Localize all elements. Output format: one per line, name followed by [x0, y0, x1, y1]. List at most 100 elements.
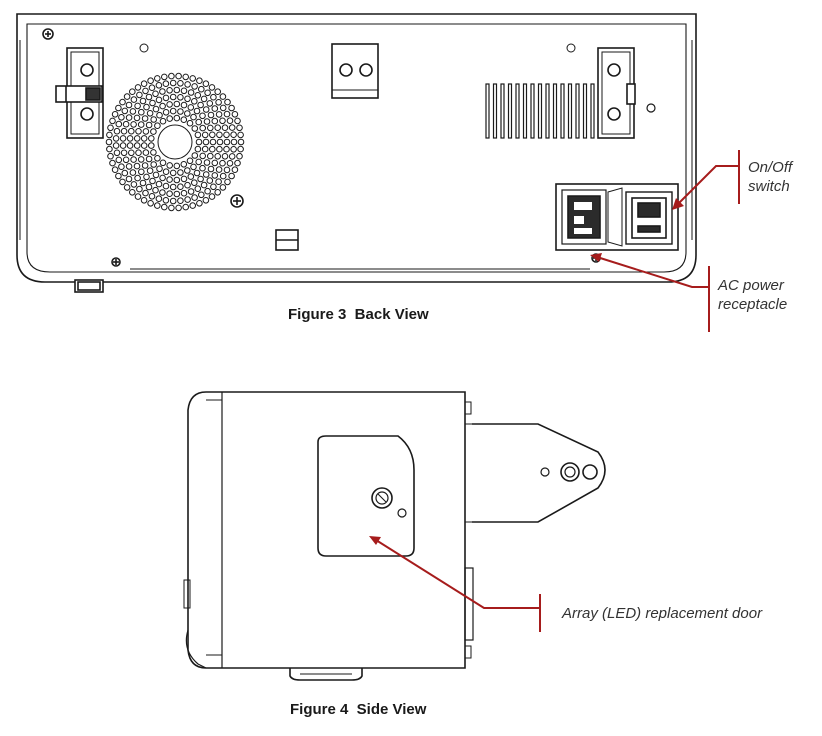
fan-grille-hole [166, 101, 173, 108]
fan-grille-hole [194, 145, 202, 153]
fan-grille-hole [111, 111, 119, 118]
fan-grille-hole [169, 197, 177, 205]
fan-grille-hole [122, 120, 130, 128]
fan-grille-hole [134, 84, 142, 91]
fan-grille-hole [141, 162, 149, 169]
fan-grille-hole [126, 142, 134, 149]
fan-grille-hole [208, 84, 216, 91]
fan-grille-hole [216, 145, 223, 153]
fan-grille-hole [169, 169, 177, 177]
fan-grille-hole [120, 127, 128, 135]
fan-grille-hole [152, 186, 159, 194]
vent-slot [537, 83, 543, 139]
fan-grille-hole [128, 149, 135, 157]
fan-grille-hole [202, 171, 210, 178]
fan-grille-hole [191, 98, 198, 105]
ac-power-arrowhead [590, 253, 602, 262]
vent-slot [485, 83, 490, 139]
fan-grille-hole [209, 138, 217, 146]
back-view-drawing [16, 13, 697, 293]
fan-grille-hole [190, 163, 197, 171]
fan-grille-hole [216, 138, 224, 146]
fan-grille-hole [154, 202, 161, 209]
fan-grille-hole [135, 149, 142, 156]
fan-grille-hole [198, 85, 205, 93]
fan-grille-hole [140, 197, 148, 204]
fan-grille-hole [115, 104, 122, 112]
fan-grille-hole [145, 121, 153, 129]
fan-grille-hole [134, 174, 141, 182]
fan-grille-hole [223, 110, 231, 118]
fan-grille-hole [152, 171, 160, 179]
fan-grille-hole [187, 89, 195, 96]
fan-grille-hole [228, 153, 236, 160]
fan-grille-hole [146, 167, 154, 174]
fan-grille-hole [155, 195, 163, 202]
fan-grille-hole [149, 99, 156, 107]
fan-grille-hole [194, 131, 202, 139]
fan-grille-hole [191, 194, 198, 201]
fan-grille-hole [204, 89, 211, 97]
fan-grille-hole [119, 135, 127, 142]
vent-slot [507, 83, 513, 139]
on-off-switch-label-line1: On/Off [748, 159, 793, 176]
fan-grille-hole [206, 177, 214, 184]
fan-grille-hole [145, 93, 153, 101]
fan-grille-hole [166, 190, 173, 197]
fan-grille-hole [166, 176, 173, 183]
ac-power-label-line2: receptacle [718, 296, 788, 313]
fan-grille-hole [219, 184, 227, 191]
fan-grille-hole [162, 182, 170, 190]
fan-grille-hole [169, 107, 177, 115]
fan-grille-hole [166, 87, 173, 94]
fan-grille-hole [221, 153, 229, 160]
fan-grille-hole [140, 142, 148, 149]
fan-grille-hole [152, 105, 160, 113]
fan-grille-hole [228, 104, 235, 112]
fan-grille-hole [126, 135, 134, 142]
fan-grille-hole [215, 99, 222, 106]
fan-grille-hole [184, 110, 191, 117]
fan-grille-hole [149, 177, 156, 185]
fan-grille-hole [193, 107, 201, 115]
fan-grille-hole [150, 128, 157, 135]
fan-grille-hole [173, 100, 181, 108]
on-off-callout-leader [677, 165, 739, 205]
fan-grille-hole [191, 125, 199, 132]
fan-grille-hole [143, 173, 150, 181]
fan-grille-hole [186, 157, 194, 165]
right-bracket [597, 47, 636, 139]
fan-grille-hole [214, 189, 221, 196]
fan-grille-hole [139, 97, 147, 105]
fan-grille-hole [111, 166, 119, 173]
fan-grille-hole [134, 193, 142, 200]
fan-grille-hole [199, 152, 206, 160]
fan-grille-hole [148, 135, 155, 142]
fan-grille-hole [182, 203, 189, 211]
fan-grille-hole [234, 159, 241, 167]
left-bracket [55, 47, 104, 139]
fan-grille-hole [230, 138, 238, 146]
fan-grille-hole [152, 90, 159, 98]
fan-grille-hole [130, 156, 137, 163]
fan-grille-hole [139, 179, 147, 187]
fan-grille-hole [184, 167, 191, 174]
fan-grille-hole [119, 178, 126, 186]
array-replacement-door [317, 435, 415, 557]
fan-grille-hole [193, 169, 201, 177]
fan-grille-hole [159, 174, 166, 182]
fan-grille-hole [125, 101, 133, 109]
fan-grille-hole [177, 169, 184, 176]
fan-grille-hole [125, 114, 133, 121]
fan-grille-hole [236, 124, 243, 132]
callout-arrowheads [369, 198, 684, 545]
fan-grille-hole [202, 106, 210, 113]
on-off-switch-label: On/Off switch [748, 158, 792, 196]
fan-grille-hole [187, 173, 195, 180]
side-view-drawing [183, 391, 606, 681]
fan-grille-hole [141, 115, 149, 122]
fan-grille-hole [115, 120, 123, 128]
fan-grille-hole [140, 135, 148, 142]
fan-grille-hole [211, 105, 219, 112]
fan-grille-hole [133, 162, 141, 170]
